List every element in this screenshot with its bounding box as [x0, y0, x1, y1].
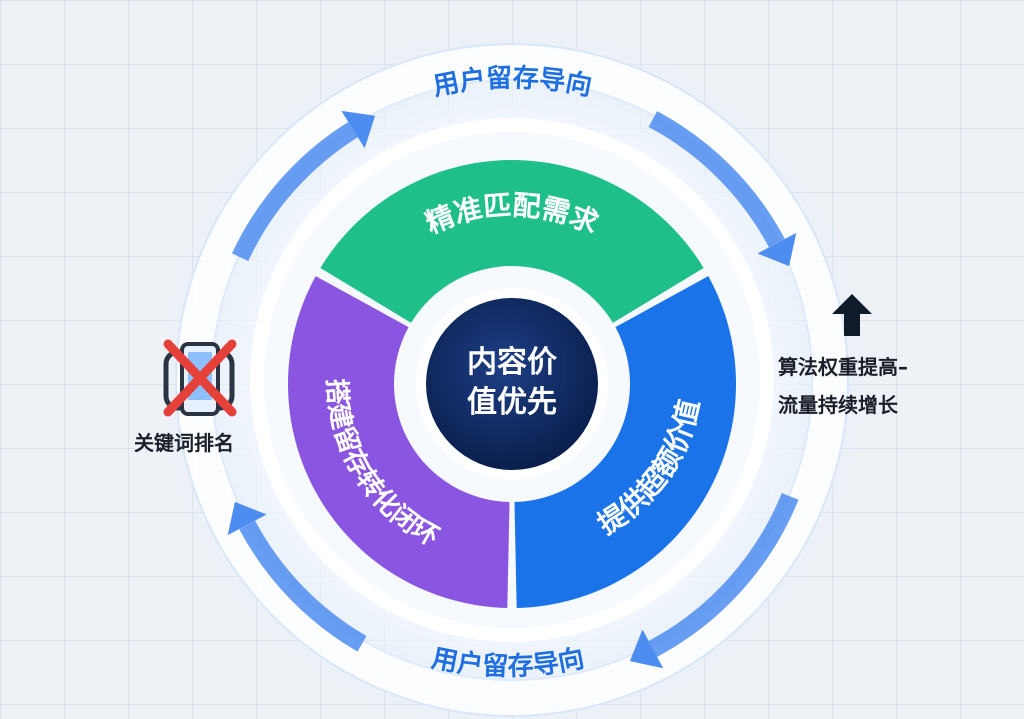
- segment-right: [514, 276, 737, 608]
- donut-segments: [287, 159, 737, 608]
- center-text-line1: 内容价: [467, 345, 557, 380]
- segment-top: [320, 159, 704, 323]
- up-arrow-icon: [832, 294, 872, 336]
- arrow-bottom-left-shaft: [239, 520, 367, 652]
- cycle-arrows: [227, 110, 799, 669]
- arrow-bottom-right-head: [629, 629, 664, 669]
- algorithm-weight-label: 算法权重提高–: [778, 355, 908, 379]
- arrow-top-right-head: [757, 232, 797, 267]
- center-text-line2: 值优先: [467, 385, 557, 420]
- arrow-top-left-head: [341, 110, 376, 149]
- keyword-ranking-label: 关键词排名: [134, 431, 234, 455]
- segment-left: [287, 276, 510, 608]
- crossed-out-phone-icon: [163, 339, 237, 417]
- traffic-growth-label: 流量持续增长: [778, 393, 898, 417]
- center-circle: [426, 298, 598, 470]
- arrow-top-right-shaft: [648, 111, 785, 248]
- arrow-bottom-right-shaft: [648, 493, 799, 657]
- arrow-top-left-shaft: [231, 121, 358, 262]
- arrow-bottom-left-head: [227, 501, 267, 536]
